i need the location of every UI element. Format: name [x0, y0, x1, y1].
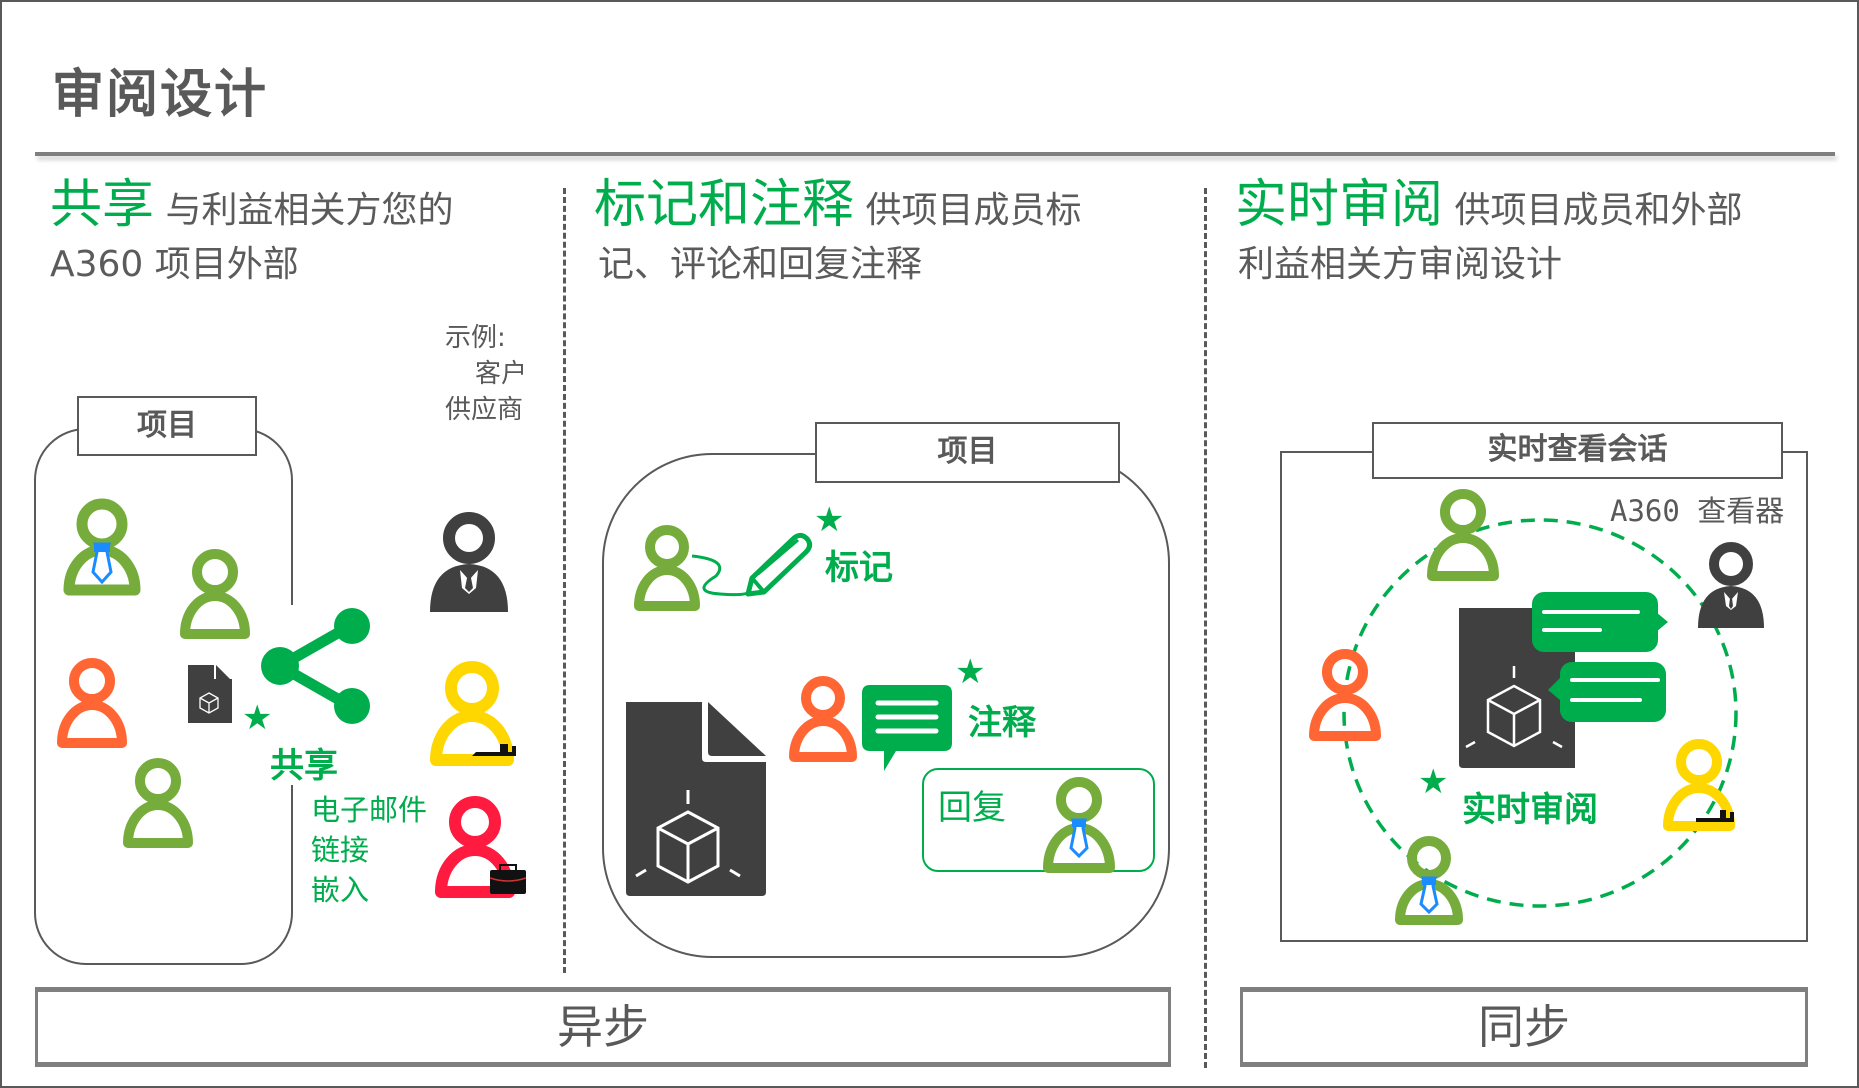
comment-bubble-icon: [862, 685, 952, 771]
share-icon: [261, 608, 370, 724]
live-heading-highlight: 实时审阅: [1235, 175, 1444, 235]
person-icon-orange: [57, 658, 127, 748]
share-action-label: 共享: [270, 746, 338, 786]
share-method-embed: 嵌入: [311, 873, 370, 907]
person-icon-green: [180, 549, 250, 639]
person-icon-green-2: [123, 758, 193, 848]
person-icon-live-green: [1427, 489, 1499, 581]
share-heading: 共享 与利益相关方您的: [50, 179, 454, 236]
session-ring: [1342, 518, 1738, 908]
share-heading-rest: 与利益相关方您的: [165, 190, 454, 231]
async-banner: 异步: [35, 987, 1171, 1067]
example-label: 示例:: [445, 323, 506, 353]
person-icon-markup-green: [634, 525, 700, 611]
live-heading: 实时审阅 供项目成员和外部: [1235, 179, 1743, 236]
live-heading-line2: 利益相关方审阅设计: [1238, 244, 1563, 285]
share-method-link: 链接: [311, 833, 370, 867]
markup-heading: 标记和注释 供项目成员标: [594, 179, 1082, 236]
markup-heading-highlight: 标记和注释: [594, 175, 855, 235]
live-session-label: 实时查看会话: [1372, 422, 1783, 479]
person-icon-live-manager: [1395, 836, 1463, 925]
project-label-markup: 项目: [815, 422, 1120, 483]
person-icon-reply-manager: [1043, 777, 1115, 873]
markup-action-label: 标记: [825, 548, 893, 588]
column-divider-left: [563, 188, 566, 973]
person-icon-manager-green: [63, 498, 141, 596]
markup-heading-line2: 记、评论和回复注释: [598, 244, 923, 285]
share-heading-highlight: 共享: [50, 175, 155, 235]
share-method-email: 电子邮件: [311, 793, 428, 827]
viewer-label: A360 查看器: [1610, 494, 1785, 528]
person-icon-live-supplier-yellow: [1663, 739, 1735, 831]
comment-action-label: 注释: [968, 703, 1036, 743]
person-icon-client-dark: [430, 512, 508, 612]
column-divider-right: [1204, 188, 1207, 1068]
title-rule: [35, 152, 1835, 156]
person-icon-supplier-yellow: [430, 661, 516, 766]
live-heading-rest: 供项目成员和外部: [1454, 190, 1743, 231]
person-icon-comment-orange: [789, 676, 857, 762]
person-icon-contractor-red: [435, 796, 527, 898]
example-item-client: 客户: [475, 359, 528, 389]
chat-bubbles-icon: [1532, 592, 1668, 722]
page-title: 审阅设计: [52, 65, 269, 125]
example-item-supplier: 供应商: [445, 395, 524, 425]
star-icon-live: ★: [1418, 762, 1449, 802]
star-icon-markup: ★: [814, 500, 845, 540]
person-icon-live-orange: [1309, 649, 1381, 741]
person-icon-live-client-dark: [1698, 542, 1764, 628]
star-icon-share: ★: [242, 698, 273, 738]
reply-label: 回复: [938, 788, 1006, 828]
pencil-markup-icon: [691, 532, 813, 597]
design-file-icon-large: [626, 702, 766, 896]
live-action-label: 实时审阅: [1462, 790, 1598, 830]
reply-box: [922, 768, 1155, 872]
project-label-share: 项目: [77, 396, 257, 456]
markup-heading-rest: 供项目成员标: [865, 190, 1082, 231]
design-file-icon-small: [188, 665, 232, 723]
sync-banner: 同步: [1240, 987, 1808, 1067]
star-icon-comment: ★: [955, 652, 986, 692]
share-heading-line2: A360 项目外部: [50, 244, 299, 285]
